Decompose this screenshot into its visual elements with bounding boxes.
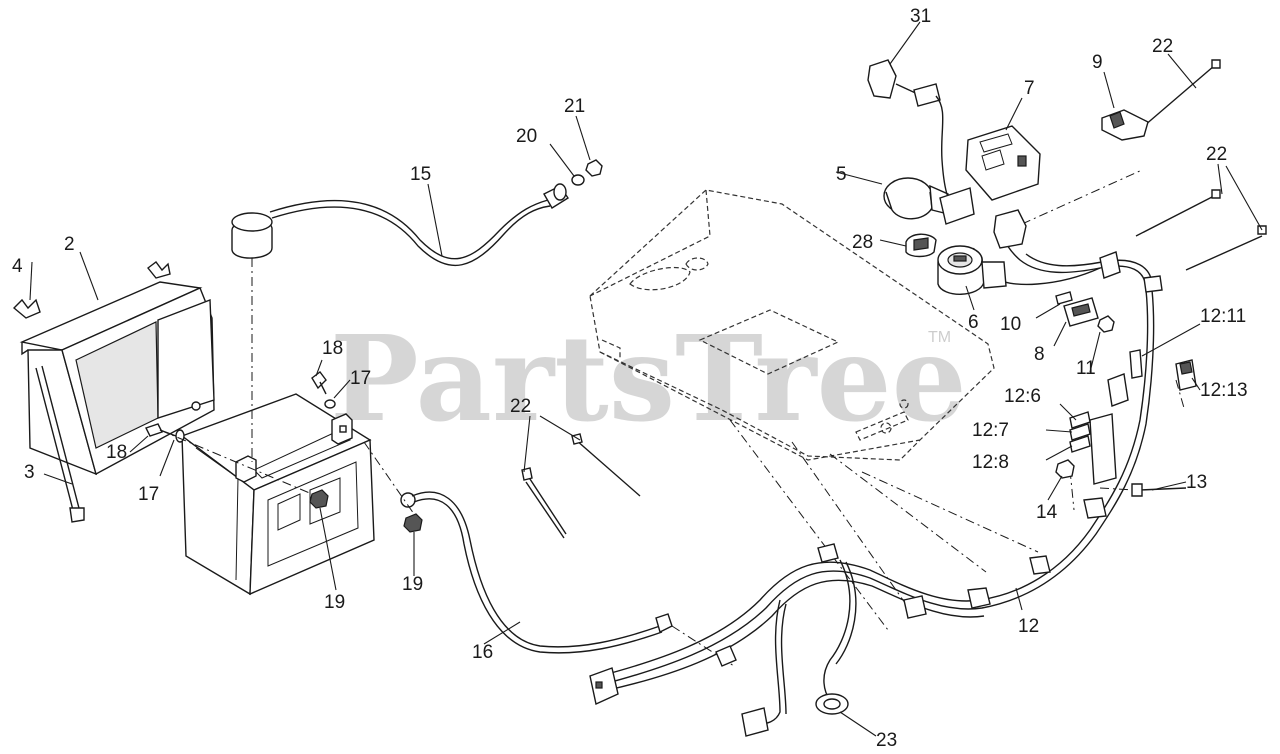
callout-12-11: 12:11 xyxy=(1200,306,1246,327)
battery xyxy=(180,393,375,596)
callout-3: 3 xyxy=(24,462,35,483)
watermark-trademark: TM xyxy=(928,329,951,346)
ignition-switch xyxy=(937,245,1007,295)
callout-leader-lines xyxy=(29,21,1263,737)
callout-17-top: 17 xyxy=(350,368,371,389)
battery-rod xyxy=(35,365,85,523)
callout-18-left: 18 xyxy=(106,442,127,463)
seat-switch-connector xyxy=(867,59,1027,249)
callout-22-top: 22 xyxy=(1152,36,1173,57)
callout-17-bottom: 17 xyxy=(138,484,159,505)
callout-18-top: 18 xyxy=(322,338,343,359)
callout-8: 8 xyxy=(1034,344,1045,365)
callout-7: 7 xyxy=(1024,78,1035,99)
callout-13: 13 xyxy=(1186,472,1207,493)
parts-tree-watermark: PartsTree TM xyxy=(330,309,967,448)
callout-19-right: 19 xyxy=(402,574,423,595)
callout-5: 5 xyxy=(836,164,847,185)
negative-battery-cable xyxy=(400,491,673,654)
callout-22-center: 22 xyxy=(510,396,531,417)
callout-23: 23 xyxy=(876,730,897,751)
cable-tie xyxy=(521,59,1267,539)
callout-12-13: 12:13 xyxy=(1200,380,1248,401)
screw-11 xyxy=(1097,315,1115,333)
battery-nut xyxy=(309,489,423,533)
callout-15: 15 xyxy=(410,164,431,185)
callout-12-8: 12:8 xyxy=(972,452,1009,473)
watermark-text: PartsTree xyxy=(330,309,967,448)
callout-10: 10 xyxy=(1000,314,1021,335)
positive-battery-cable xyxy=(231,183,569,266)
fuse xyxy=(1069,411,1091,453)
callout-19-left: 19 xyxy=(324,592,345,613)
callout-9: 9 xyxy=(1092,52,1103,73)
key xyxy=(905,233,937,258)
callout-12: 12 xyxy=(1018,616,1039,637)
callout-4: 4 xyxy=(12,256,23,277)
interlock-switch xyxy=(1101,109,1149,141)
callout-20: 20 xyxy=(516,126,537,147)
wiring-harness xyxy=(589,219,1163,737)
callout-12-7: 12:7 xyxy=(972,420,1009,441)
callout-28: 28 xyxy=(852,232,873,253)
callout-21: 21 xyxy=(564,96,585,117)
callout-31: 31 xyxy=(910,6,931,27)
mounting-plate xyxy=(589,189,995,461)
callout-2: 2 xyxy=(64,234,75,255)
cable-washer-nut xyxy=(571,159,603,186)
diode xyxy=(1055,291,1073,305)
battery-cover xyxy=(19,281,215,476)
screw xyxy=(1131,483,1187,497)
callout-16: 16 xyxy=(472,642,493,663)
callout-14: 14 xyxy=(1036,502,1058,523)
callout-11: 11 xyxy=(1076,358,1096,379)
fuse-holder xyxy=(1063,297,1099,327)
assembly-leader-lines xyxy=(159,169,1185,667)
callout-12-6: 12:6 xyxy=(1004,386,1041,407)
nut xyxy=(1055,459,1075,479)
callout-6: 6 xyxy=(968,312,979,333)
pto-switch xyxy=(883,177,949,220)
hour-meter xyxy=(965,125,1041,201)
callout-labels: 2 3 4 5 6 7 8 9 10 11 12 12:6 12:7 12:8 … xyxy=(12,6,1248,751)
wing-nut xyxy=(12,261,171,319)
callout-22-right: 22 xyxy=(1206,144,1227,165)
relay xyxy=(1175,359,1197,391)
